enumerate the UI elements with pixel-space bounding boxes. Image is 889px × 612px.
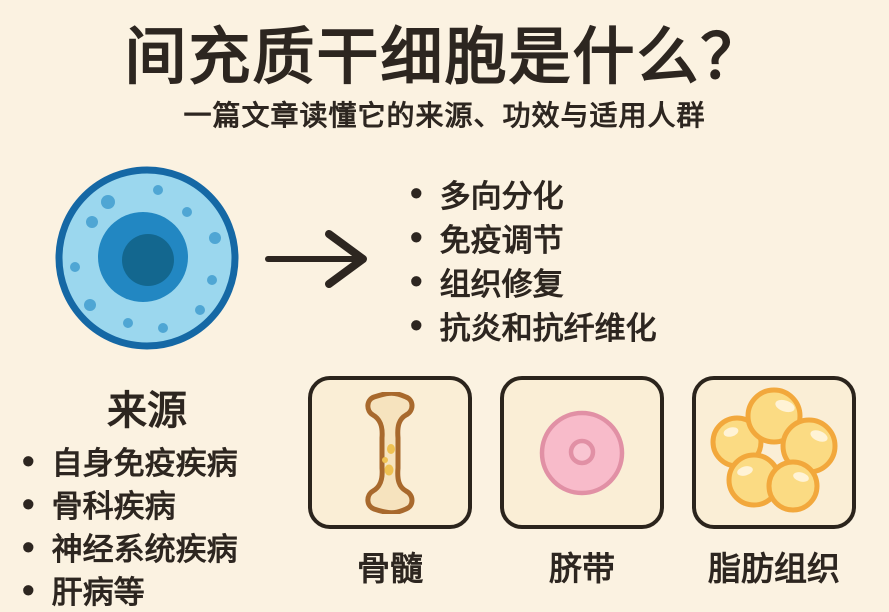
fat-highlights xyxy=(723,399,828,482)
page-title: 间充质干细胞是什么？ xyxy=(124,23,765,92)
marrow-dots xyxy=(382,443,395,475)
card-label-bone-marrow: 骨髓 xyxy=(357,550,423,587)
disease-label: 神经系统疾病 xyxy=(51,532,238,567)
disease-item: 神经系统疾病 xyxy=(22,525,238,568)
umbilical-cord-card xyxy=(500,376,664,529)
arrow-right-icon xyxy=(265,230,367,288)
bone-marrow-card xyxy=(308,376,472,529)
disease-item: 肝病等 xyxy=(22,568,238,611)
benefit-item: 抗炎和抗纤维化 xyxy=(410,303,657,347)
diseases-list: 自身免疫疾病 骨科疾病 神经系统疾病 肝病等 xyxy=(22,439,238,611)
umbilical-cord-icon xyxy=(539,410,625,495)
benefit-label: 组织修复 xyxy=(439,266,564,302)
benefit-item: 组织修复 xyxy=(410,259,657,303)
card-label-adipose-tissue: 脂肪组织 xyxy=(708,550,840,587)
adipose-tissue-card xyxy=(692,376,856,529)
source-card-umbilical-cord: 脐带 xyxy=(500,376,664,590)
cell-dots xyxy=(70,185,221,333)
disease-item: 骨科疾病 xyxy=(22,482,238,525)
adipose-tissue-icon xyxy=(710,387,838,512)
source-card-adipose-tissue: 脂肪组织 xyxy=(692,376,856,590)
source-card-bone-marrow: 骨髓 xyxy=(308,376,472,590)
disease-label: 自身免疫疾病 xyxy=(51,446,238,481)
source-cards: 骨髓 脐带 xyxy=(308,376,856,590)
stem-cell-icon xyxy=(55,166,239,350)
source-heading: 来源 xyxy=(107,389,187,433)
benefit-item: 免疫调节 xyxy=(410,215,657,259)
disease-label: 骨科疾病 xyxy=(51,489,176,524)
benefit-item: 多向分化 xyxy=(410,171,657,215)
disease-item: 自身免疫疾病 xyxy=(22,439,238,482)
benefit-label: 抗炎和抗纤维化 xyxy=(439,310,657,346)
page-subtitle: 一篇文章读懂它的来源、功效与适用人群 xyxy=(183,100,706,131)
disease-label: 肝病等 xyxy=(51,575,145,610)
benefit-label: 免疫调节 xyxy=(439,222,564,258)
benefits-list: 多向分化 免疫调节 组织修复 抗炎和抗纤维化 xyxy=(410,171,657,347)
card-label-umbilical-cord: 脐带 xyxy=(549,550,615,587)
bone-marrow-icon xyxy=(365,391,415,514)
benefit-label: 多向分化 xyxy=(439,178,564,214)
